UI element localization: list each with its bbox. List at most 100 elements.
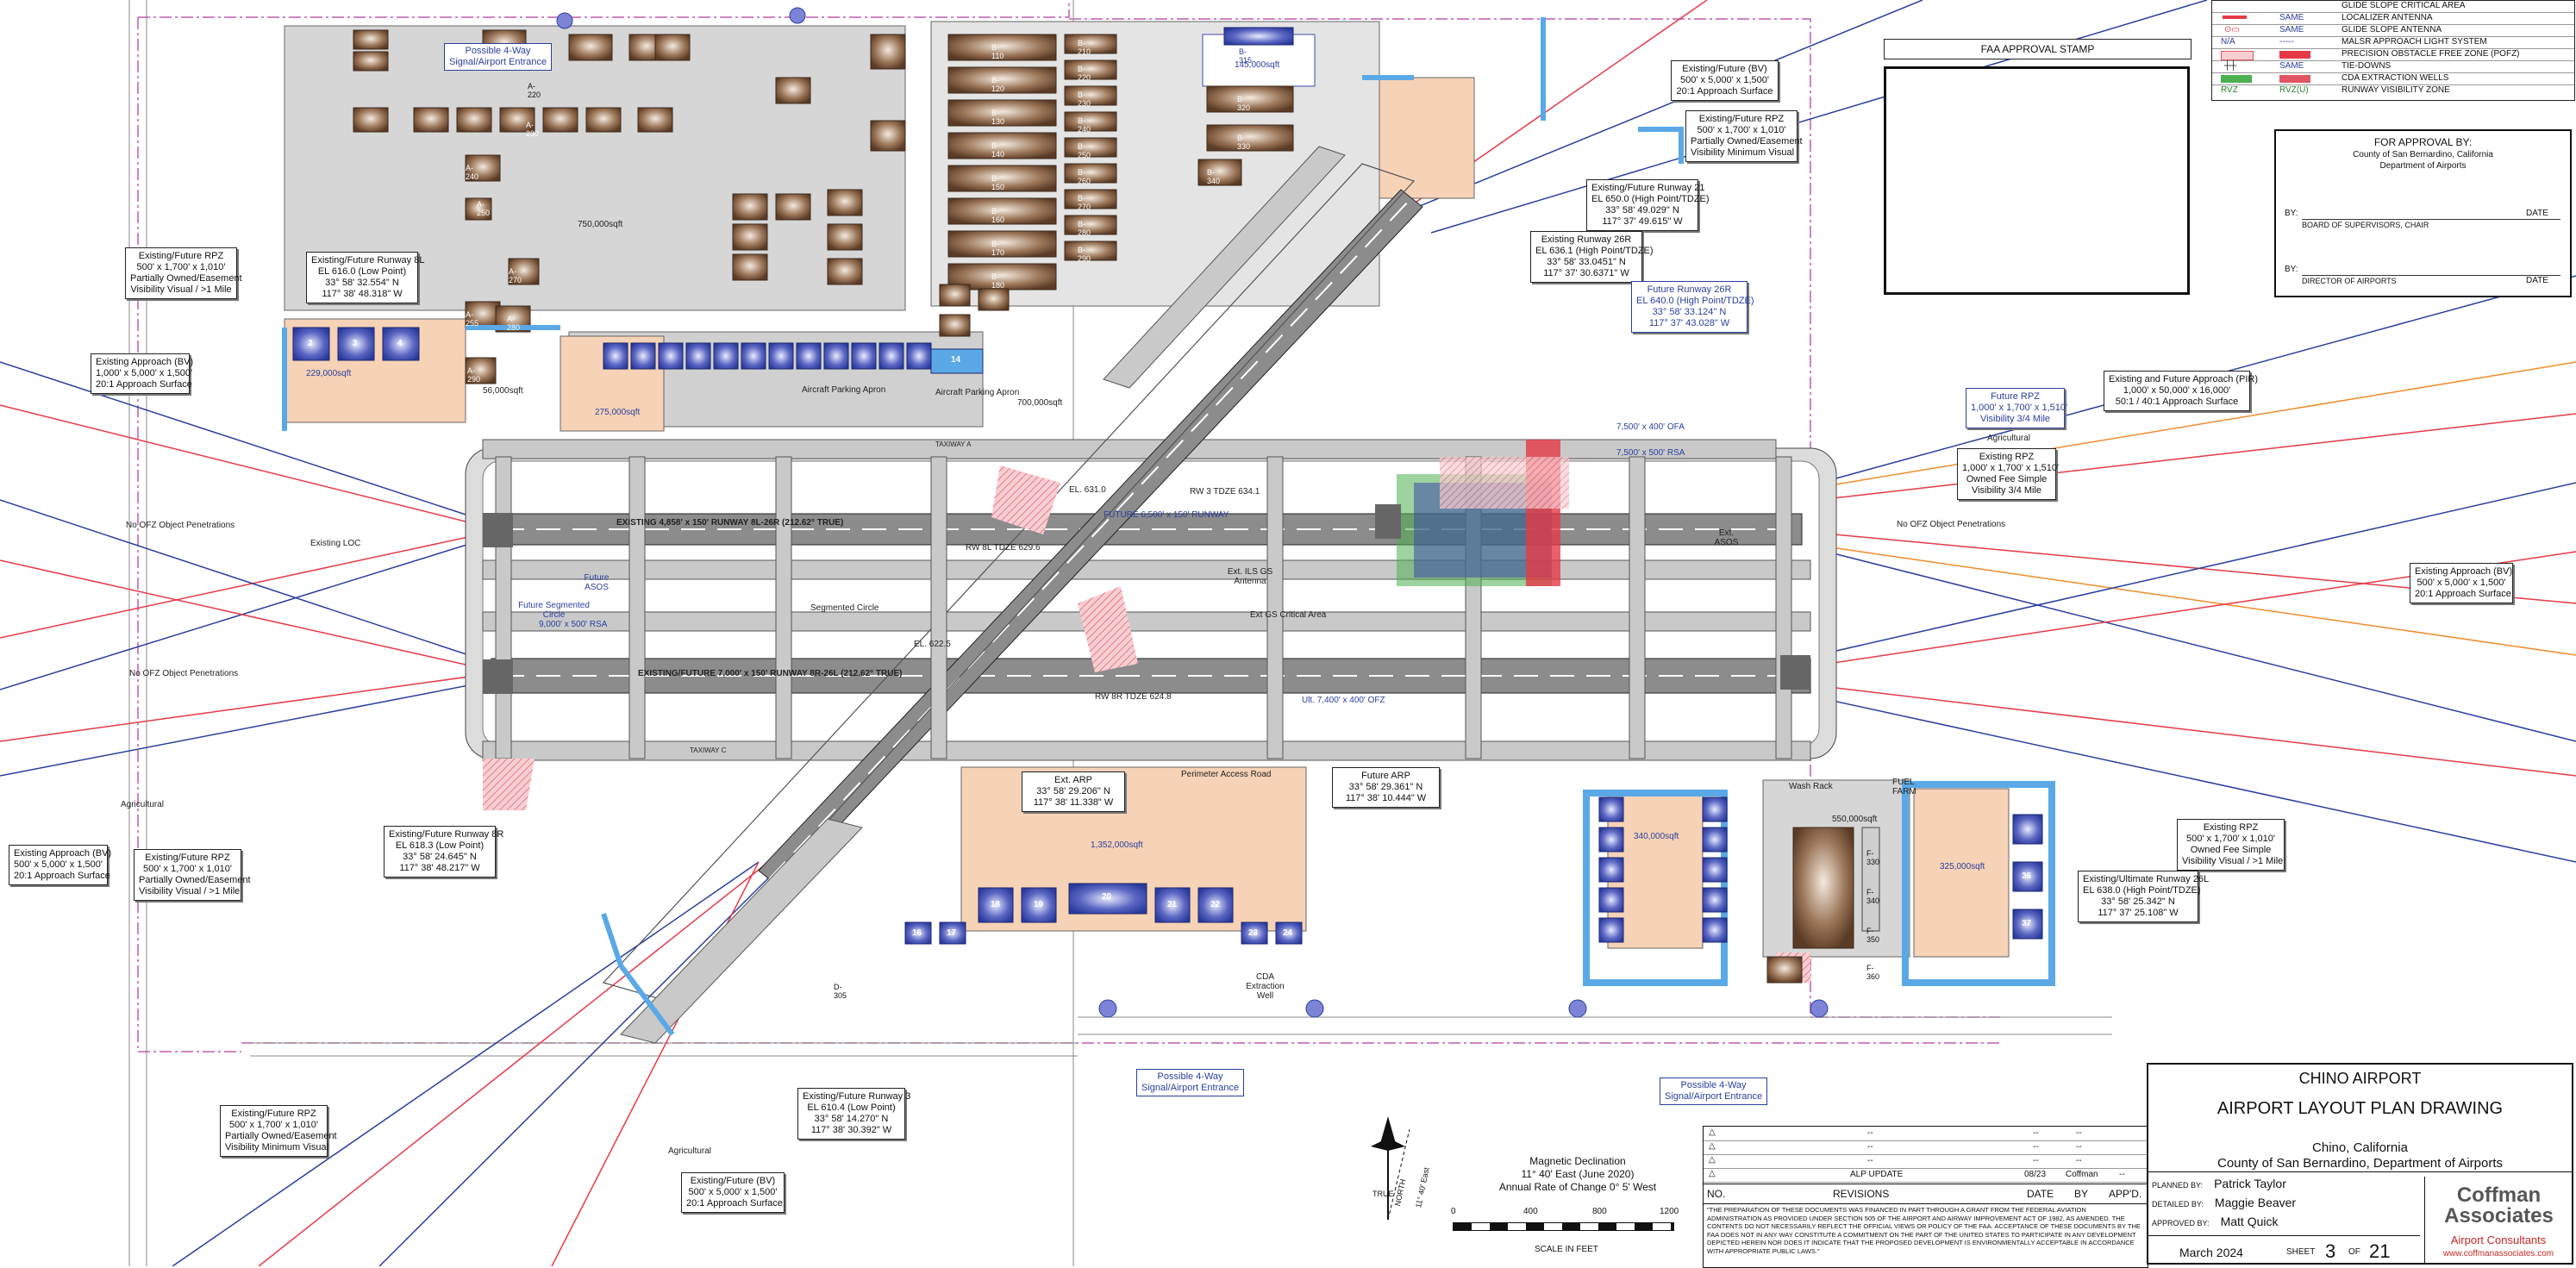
- legend-label: LOCALIZER ANTENNA: [2342, 13, 2433, 22]
- declination-value: 11° 40' East (June 2020): [1521, 1168, 1635, 1180]
- label-line: Partially Owned/Easement: [130, 273, 242, 284]
- approval-sig-1: BOARD OF SUPERVISORS, CHAIR: [2302, 221, 2429, 229]
- title-block: CHINO AIRPORT AIRPORT LAYOUT PLAN DRAWIN…: [2147, 1063, 2573, 1265]
- glide-slope-icon: ⊙▭: [2224, 25, 2240, 34]
- label-line: Visibility Visual / >1 Mile: [2182, 856, 2284, 866]
- rw8r-tdze: RW 8R TDZE 624.8: [1095, 692, 1172, 702]
- north-arrow: TRUE NORTH 11° 40' East: [1354, 1112, 1474, 1241]
- no-ofz-3: No OFZ Object Penetrations: [1897, 520, 2006, 529]
- declination-title: Magnetic Declination: [1529, 1155, 1626, 1167]
- approval-date-1: DATE: [2526, 209, 2548, 218]
- hangar-14: 14: [951, 355, 961, 365]
- label-line: Partially Owned/Easement: [1691, 136, 1803, 147]
- label-line: Existing/Future RPZ: [138, 251, 224, 261]
- revision-desc: --: [1867, 1128, 1873, 1138]
- hangar-19: 19: [1034, 900, 1044, 909]
- label-line: 1,000' x 1,700' x 1,510': [1971, 403, 2068, 413]
- approval-by-2: BY:: [2285, 265, 2298, 274]
- hangar-23: 23: [1248, 928, 1259, 938]
- label-line: 20:1 Approach Surface: [96, 379, 192, 390]
- runway-8r-26l-label: EXISTING/FUTURE 7,000' x 150' RUNWAY 8R-…: [638, 669, 903, 678]
- fuel-farm: FUEL FARM: [1892, 778, 1916, 796]
- label-line: 1,000' x 1,700' x 1,510': [1962, 463, 2060, 473]
- label-line: Existing/Future (BV): [1682, 64, 1767, 74]
- label-line: 20:1 Approach Surface: [1676, 86, 1773, 97]
- label-line: Future Runway 26R: [1647, 284, 1732, 295]
- label-line: 33° 58' 29.361" N: [1348, 782, 1423, 792]
- building-b110: B-110: [991, 43, 1004, 60]
- building-b330: B-330: [1237, 134, 1251, 151]
- hangar-2: 2: [308, 339, 313, 348]
- approval-block: FOR APPROVAL BY: County of San Bernardin…: [2274, 129, 2572, 297]
- firm-url: www.coffmanassociates.com: [2442, 1249, 2554, 1259]
- legend-row: ┼┼ SAME TIE-DOWNS: [2212, 61, 2574, 73]
- building-b150: B-150: [991, 174, 1005, 191]
- label-line: Existing/Future Runway 21: [1591, 183, 1705, 193]
- sqft-229: 229,000sqft: [306, 369, 352, 378]
- revisions-table: △ -- -- -- △ -- -- -- △ -- -- -- △ ALP U…: [1703, 1126, 2148, 1268]
- legend-row: SAME LOCALIZER ANTENNA: [2212, 13, 2574, 25]
- cda-extraction-well: CDA Extraction Well: [1246, 972, 1285, 1001]
- entrance-line: Signal/Airport Entrance: [1141, 1083, 1240, 1093]
- approved-by-name: Matt Quick: [2220, 1215, 2279, 1228]
- building-d305: D-305: [834, 983, 847, 1000]
- hangar-17: 17: [947, 928, 957, 938]
- label-line: Existing and Future Approach (PIR): [2109, 374, 2259, 384]
- scale-bar: 0 400 800 1200 SCALE IN FEET: [1444, 1207, 1685, 1259]
- building-b320: B-320: [1237, 95, 1251, 112]
- faa-stamp-area: [1884, 66, 2190, 295]
- county: County of San Bernardino, Department of …: [2216, 1156, 2503, 1171]
- apron-2: Aircraft Parking Apron: [935, 388, 1020, 397]
- label-line: Owned Fee Simple: [2190, 845, 2272, 855]
- legend-row: ⊙▭ SAME GLIDE SLOPE ANTENNA: [2212, 25, 2574, 37]
- legend-existing: N/A: [2221, 37, 2235, 47]
- revision-by: Coffman: [2066, 1170, 2098, 1179]
- legend-label: RUNWAY VISIBILITY ZONE: [2342, 85, 2450, 95]
- cda-well-icon: [2221, 75, 2252, 83]
- revision-no-icon: △: [1709, 1127, 1716, 1137]
- ofz-ultimate: Ult. 7,400' x 400' OFZ: [1302, 696, 1385, 705]
- revision-row: △ ALP UPDATE 08/23 Coffman --: [1704, 1168, 2148, 1183]
- entrance-line: Possible 4-Way: [1680, 1080, 1747, 1090]
- label-line: Existing/Future Runway 3: [803, 1091, 911, 1102]
- label-approach-bv-e: Existing Approach (BV)500' x 5,000' x 1,…: [2410, 563, 2513, 603]
- declination-block: Magnetic Declination 11° 40' East (June …: [1466, 1155, 1690, 1194]
- hangar-20: 20: [1102, 892, 1112, 902]
- declination-change: Annual Rate of Change 0° 5' West: [1498, 1181, 1657, 1193]
- hangar-24: 24: [1283, 928, 1293, 938]
- localizer-icon: [2223, 16, 2247, 19]
- approval-sig-2: DIRECTOR OF AIRPORTS: [2302, 277, 2397, 285]
- elevation-622: EL. 622.5: [914, 640, 951, 649]
- label-line: EL 650.0 (High Point/TDZE): [1591, 194, 1710, 204]
- building-b340: B-340: [1207, 168, 1221, 185]
- hangar-16: 16: [912, 928, 922, 938]
- label-line: Visibility Minimum Visual: [225, 1142, 329, 1152]
- cda-well-future-icon: [2279, 75, 2310, 83]
- label-line: 20:1 Approach Surface: [2415, 589, 2511, 599]
- sqft-750: 750,000sqft: [578, 220, 623, 229]
- label-approach-bv-s: Existing/Future (BV)500' x 5,000' x 1,50…: [681, 1172, 785, 1213]
- entrance-line: Possible 4-Way: [465, 46, 531, 56]
- label-line: 117° 38' 48.217" W: [399, 863, 480, 873]
- revision-desc: --: [1867, 1156, 1873, 1165]
- label-line: 500' x 1,700' x 1,010': [143, 864, 232, 874]
- elevation-631: EL. 631.0: [1069, 485, 1106, 495]
- label-line: 500' x 5,000' x 1,500': [688, 1187, 778, 1197]
- legend-row: GLIDE SLOPE CRITICAL AREA: [2212, 1, 2574, 13]
- label-line: 50:1 / 40:1 Approach Surface: [2115, 397, 2239, 407]
- label-line: 20:1 Approach Surface: [14, 871, 110, 881]
- label-line: Partially Owned/Easement: [225, 1131, 337, 1141]
- label-line: Visibility Minimum Visual: [1691, 147, 1795, 158]
- legend-label: TIE-DOWNS: [2342, 61, 2392, 71]
- scale-tick-label: 400: [1523, 1207, 1538, 1216]
- header-revisions: REVISIONS: [1833, 1188, 1890, 1200]
- label-line: EL 636.1 (High Point/TDZE): [1535, 246, 1654, 256]
- label-line: 33° 58' 32.554" N: [325, 278, 399, 288]
- building-b260: B-260: [1078, 168, 1091, 185]
